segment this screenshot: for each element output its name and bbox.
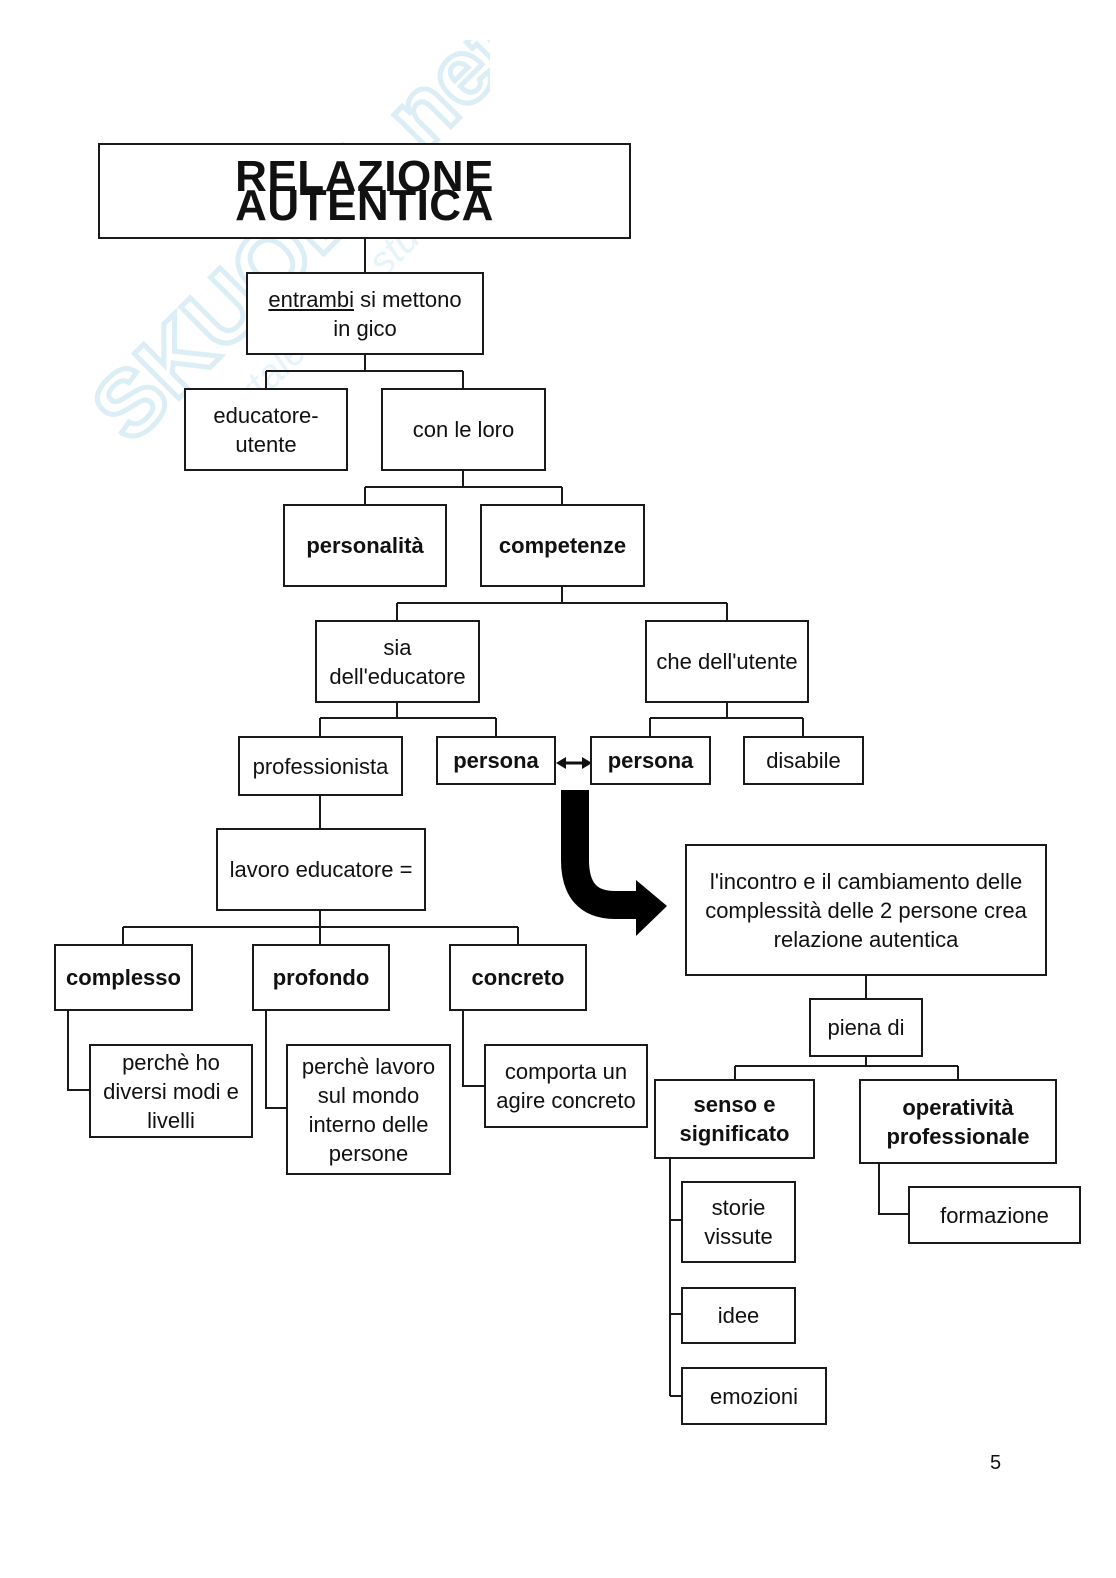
profondo-text: profondo bbox=[272, 965, 370, 990]
lavoro-educatore-text: lavoro educatore = bbox=[229, 857, 413, 882]
entrambi-line2: in gico bbox=[333, 315, 397, 341]
node-piena-di: piena di bbox=[809, 998, 923, 1057]
operativita-line1: operatività bbox=[902, 1094, 1014, 1120]
disabile-text: disabile bbox=[766, 748, 841, 773]
emozioni-text: emozioni bbox=[709, 1383, 799, 1409]
node-profondo: profondo bbox=[252, 944, 390, 1011]
perche-lavoro-line2: sul mondo bbox=[317, 1082, 420, 1108]
senso-line2: significato bbox=[679, 1121, 790, 1146]
professionista-text: professionista bbox=[252, 753, 389, 779]
sia-line2: dell'educatore bbox=[329, 663, 466, 689]
perche-lavoro-line4: persone bbox=[328, 1140, 409, 1166]
perche-ho-line2: diversi modi e bbox=[103, 1078, 239, 1104]
persona-right-text: persona bbox=[607, 748, 694, 773]
storie-line2: vissute bbox=[704, 1224, 773, 1249]
entrambi-rest: si mettono bbox=[360, 286, 462, 312]
che-utente-text: che dell'utente bbox=[656, 649, 798, 674]
perche-lavoro-line3: interno delle bbox=[308, 1111, 429, 1137]
double-arrow-icon bbox=[556, 757, 592, 769]
node-personalita: personalità bbox=[283, 504, 447, 587]
educatore-utente-line2: utente bbox=[235, 431, 297, 457]
node-entrambi: entrambi si mettono in gico bbox=[246, 272, 484, 355]
node-disabile: disabile bbox=[743, 736, 864, 785]
page-number: 5 bbox=[990, 1452, 1002, 1474]
concreto-text: concreto bbox=[471, 965, 565, 990]
comporta-line2: agire concreto bbox=[496, 1088, 636, 1113]
incontro-line3: relazione autentica bbox=[773, 926, 959, 952]
incontro-line1: l'incontro e il cambiamento delle bbox=[709, 868, 1023, 894]
node-storie-vissute: storie vissute bbox=[681, 1181, 796, 1263]
complesso-text: complesso bbox=[66, 965, 181, 990]
node-comporta: comporta un agire concreto bbox=[484, 1044, 648, 1128]
title-box: RELAZIONE AUTENTICA bbox=[98, 143, 631, 239]
node-che-utente: che dell'utente bbox=[645, 620, 809, 703]
comporta-line1: comporta un bbox=[504, 1059, 628, 1084]
node-professionista: professionista bbox=[238, 736, 403, 796]
educatore-utente-line1: educatore- bbox=[213, 402, 319, 428]
node-persona-utente: persona bbox=[590, 736, 711, 785]
node-concreto: concreto bbox=[449, 944, 587, 1011]
node-perche-ho: perchè ho diversi modi e livelli bbox=[89, 1044, 253, 1138]
node-competenze: competenze bbox=[480, 504, 645, 587]
page-title: RELAZIONE AUTENTICA bbox=[235, 152, 494, 230]
piena-di-text: piena di bbox=[827, 1015, 905, 1040]
node-perche-lavoro: perchè lavoro sul mondo interno delle pe… bbox=[286, 1044, 451, 1175]
node-sia-educatore: sia dell'educatore bbox=[315, 620, 480, 703]
operativita-line2: professionale bbox=[886, 1123, 1030, 1149]
node-persona-educatore: persona bbox=[436, 736, 556, 785]
personalita-text: personalità bbox=[306, 533, 424, 558]
competenze-text: competenze bbox=[498, 533, 627, 558]
perche-lavoro-line1: perchè lavoro bbox=[301, 1053, 436, 1079]
sia-line1: sia bbox=[383, 634, 412, 660]
curved-arrow-icon bbox=[561, 790, 667, 936]
node-idee: idee bbox=[681, 1287, 796, 1344]
entrambi-underlined: entrambi bbox=[268, 286, 354, 312]
perche-ho-line1: perchè ho bbox=[122, 1049, 220, 1075]
node-emozioni: emozioni bbox=[681, 1367, 827, 1425]
idee-text: idee bbox=[717, 1303, 760, 1328]
node-senso-significato: senso e significato bbox=[654, 1079, 815, 1159]
node-operativita: operatività professionale bbox=[859, 1079, 1057, 1164]
perche-ho-line3: livelli bbox=[147, 1107, 195, 1133]
formazione-text: formazione bbox=[940, 1202, 1049, 1228]
incontro-line2: complessità delle 2 persone crea bbox=[705, 897, 1027, 923]
node-incontro: l'incontro e il cambiamento delle comple… bbox=[685, 844, 1047, 976]
node-educatore-utente: educatore- utente bbox=[184, 388, 348, 471]
con-le-loro-text: con le loro bbox=[412, 417, 515, 442]
storie-line1: storie bbox=[711, 1195, 766, 1220]
senso-line1: senso e bbox=[693, 1092, 776, 1117]
persona-left-text: persona bbox=[453, 748, 539, 773]
node-lavoro-educatore: lavoro educatore = bbox=[216, 828, 426, 911]
node-con-le-loro: con le loro bbox=[381, 388, 546, 471]
node-formazione: formazione bbox=[908, 1186, 1081, 1244]
node-complesso: complesso bbox=[54, 944, 193, 1011]
